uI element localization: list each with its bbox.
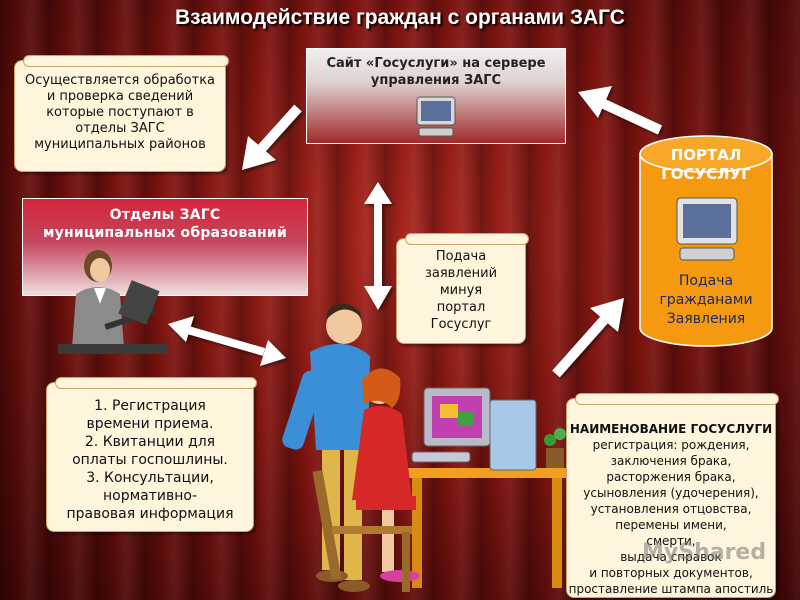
note-services-line: 2. Квитанции для <box>84 434 216 450</box>
note-bypass-line: заявлений <box>424 266 498 281</box>
citizens-at-computer-illustration <box>282 303 572 592</box>
departments-title-line: муниципальных образований <box>43 225 287 241</box>
note-bypass-line: Госуслуг <box>430 317 492 332</box>
service-name-line: перемены имени, <box>615 518 727 532</box>
note-services-line: нормативно- <box>102 488 198 504</box>
service-name-line: заключения брака, <box>610 454 732 468</box>
note-processing-line: которые поступают в <box>46 105 194 120</box>
watermark: MyShared <box>642 540 767 565</box>
portal-computer-icon <box>676 197 738 261</box>
note-processing-line: отделы ЗАГС <box>75 121 165 136</box>
service-name-line: регистрация: рождения, <box>592 438 750 452</box>
note-processing: Осуществляется обработка и проверка свед… <box>14 55 229 172</box>
note-bypass-portal: Подача заявлений минуя портал Госуслуг <box>396 233 529 344</box>
note-services-line: 3. Консультации, <box>86 470 214 486</box>
service-names-heading: НАИМЕНОВАНИЕ ГОСУСЛУГИ <box>569 422 773 436</box>
note-processing-line: Осуществляется обработка <box>24 73 216 88</box>
slide-title: Взаимодействие граждан с органами ЗАГС <box>175 6 625 29</box>
server-title-line: Сайт «Госуслуги» на сервере <box>326 56 546 71</box>
service-name-line: проставление штампа апостиль <box>568 582 774 596</box>
arrow-portal-to-server <box>578 86 663 135</box>
note-processing-line: и проверка сведений <box>46 89 194 104</box>
note-service-names: НАИМЕНОВАНИЕ ГОСУСЛУГИ регистрация: рожд… <box>566 393 779 598</box>
service-name-line: и повторных документов, <box>589 566 753 580</box>
zags-departments-panel: Отделы ЗАГС муниципальных образований <box>22 198 308 296</box>
portal-title-line: ПОРТАЛ <box>670 146 742 164</box>
portal-title-line: ГОСУСЛУГ <box>661 165 751 183</box>
arrow-departments-citizens <box>168 316 286 366</box>
note-services-line: правовая информация <box>66 506 234 522</box>
note-processing-line: муниципальных районов <box>34 137 206 152</box>
note-services-line: 1. Регистрация <box>94 398 206 414</box>
portal-title: ПОРТАЛ ГОСУСЛУГ <box>636 146 776 184</box>
note-bypass-line: портал <box>436 300 486 315</box>
arrow-vertical-double <box>364 182 392 310</box>
gosuslugi-server-panel: Сайт «Госуслуги» на сервере управления З… <box>306 48 566 144</box>
portal-caption-line: Заявления <box>666 311 746 327</box>
arrow-citizens-to-portal <box>552 298 624 378</box>
service-name-line: установления отцовства, <box>590 502 752 516</box>
portal-caption-line: Подача <box>678 273 734 289</box>
note-services-line: оплаты госпошлины. <box>72 452 228 468</box>
service-name-line: выдача справок <box>620 550 722 564</box>
service-name-line: смерти, <box>646 534 696 548</box>
service-name-line: усыновления (удочерения), <box>583 486 759 500</box>
note-services: 1. Регистрация времени приема. 2. Квитан… <box>46 377 257 532</box>
portal-caption: Подача гражданами Заявления <box>636 272 776 329</box>
note-bypass-line: минуя <box>439 283 483 298</box>
server-computer-icon <box>416 96 456 137</box>
office-worker-illustration <box>58 250 168 354</box>
note-bypass-line: Подача <box>435 249 487 264</box>
departments-title-line: Отделы ЗАГС <box>109 207 221 223</box>
server-title-line: управления ЗАГС <box>370 73 502 88</box>
arrow-server-to-note <box>242 104 302 170</box>
portal-caption-line: гражданами <box>659 292 753 308</box>
service-name-line: расторжения брака, <box>606 470 736 484</box>
note-services-line: времени приема. <box>86 416 214 432</box>
